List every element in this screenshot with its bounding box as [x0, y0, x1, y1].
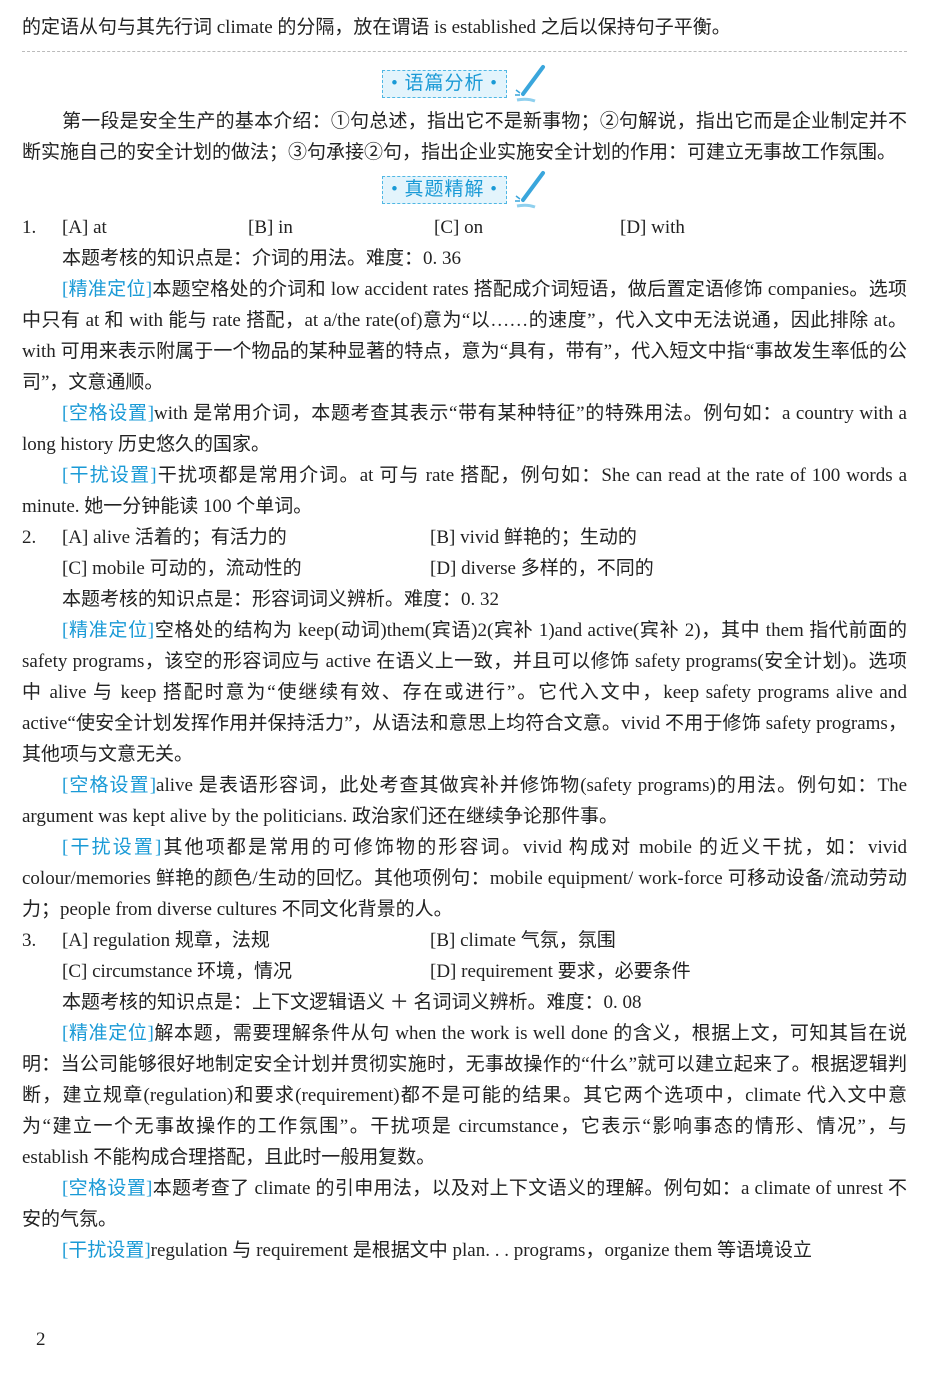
difficulty: 本题考核的知识点是：形容词词义辨析。难度：0. 32: [62, 589, 500, 610]
note: [精准定位]解本题，需要理解条件从句 when the work is well…: [22, 1018, 907, 1173]
note-text: regulation 与 requirement 是根据文中 plan. . .…: [150, 1240, 813, 1261]
options: [C] circumstance 环境，情况 [D] requirement 要…: [22, 956, 907, 987]
page-number: 2: [36, 1329, 46, 1350]
options: 1. [A] at [B] in [C] on [D] with: [22, 212, 907, 243]
note-tag: [干扰设置]: [62, 465, 157, 486]
option-d: [D] requirement 要求，必要条件: [430, 961, 691, 982]
options: 2. [A] alive 活着的；有活力的 [B] vivid 鲜艳的；生动的: [22, 522, 907, 553]
note-text: 其他项都是常用的可修饰物的形容词。vivid 构成对 mobile 的近义干扰，…: [22, 837, 907, 920]
question-1: 1. [A] at [B] in [C] on [D] with 本题考核的知识…: [22, 212, 907, 522]
question-number: 3.: [22, 930, 37, 951]
option-b: [B] climate 气氛，氛围: [430, 930, 616, 951]
note-tag: [精准定位]: [62, 1023, 154, 1044]
analysis-paragraph: 第一段是安全生产的基本介绍：①句总述，指出它不是新事物；②句解说，指出它而是企业…: [22, 111, 907, 163]
option-c: [C] mobile 可动的，流动性的: [62, 558, 302, 579]
section-title: 真题精解: [404, 179, 485, 200]
note-tag: [精准定位]: [62, 279, 153, 300]
note-text: 干扰项都是常用介词。at 可与 rate 搭配，例句如：She can read…: [22, 465, 908, 517]
document-page: 的定语从句与其先行词 climate 的分隔，放在谓语 is establish…: [22, 12, 907, 1266]
note-tag: [精准定位]: [62, 620, 155, 641]
note: [干扰设置]干扰项都是常用介词。at 可与 rate 搭配，例句如：She ca…: [22, 460, 907, 522]
option-a: [A] at: [62, 217, 107, 238]
question-2: 2. [A] alive 活着的；有活力的 [B] vivid 鲜艳的；生动的 …: [22, 522, 907, 925]
note: [精准定位]空格处的结构为 keep(动词)them(宾语)2(宾补 1)and…: [22, 615, 907, 770]
question-3: 3. [A] regulation 规章，法规 [B] climate 气氛，氛…: [22, 925, 907, 1266]
note: [干扰设置]其他项都是常用的可修饰物的形容词。vivid 构成对 mobile …: [22, 832, 907, 925]
option-a: [A] alive 活着的；有活力的: [62, 527, 287, 548]
options: 3. [A] regulation 规章，法规 [B] climate 气氛，氛…: [22, 925, 907, 956]
option-a: [A] regulation 规章，法规: [62, 930, 270, 951]
note-text: 本题空格处的介词和 low accident rates 搭配成介词短语，做后置…: [22, 279, 907, 393]
pen-icon: [514, 171, 545, 209]
option-d: [D] diverse 多样的，不同的: [430, 558, 654, 579]
note: [干扰设置]regulation 与 requirement 是根据文中 pla…: [22, 1235, 907, 1266]
option-d: [D] with: [620, 217, 685, 238]
note: [空格设置]alive 是表语形容词，此处考查其做宾补并修饰物(safety p…: [22, 770, 907, 832]
question-number: 2.: [22, 527, 37, 548]
note-text: 解本题，需要理解条件从句 when the work is well done …: [22, 1023, 908, 1168]
divider: [22, 51, 907, 52]
note-tag: [干扰设置]: [62, 1240, 151, 1261]
note-tag: [空格设置]: [62, 403, 155, 424]
section-title: 语篇分析: [404, 73, 485, 94]
section-header-analysis: • 语篇分析 •: [22, 62, 907, 106]
question-number: 1.: [22, 217, 37, 238]
note-tag: [干扰设置]: [62, 837, 162, 858]
note-text: with 是常用介词，本题考查其表示“带有某种特征”的特殊用法。例句如：a co…: [22, 403, 907, 455]
pen-icon: [514, 65, 545, 103]
note: [空格设置]本题考查了 climate 的引申用法，以及对上下文语义的理解。例句…: [22, 1173, 907, 1235]
note-tag: [空格设置]: [62, 775, 157, 796]
section-header-solutions: • 真题精解 •: [22, 168, 907, 212]
note: [空格设置]with 是常用介词，本题考查其表示“带有某种特征”的特殊用法。例句…: [22, 398, 907, 460]
note-text: 本题考查了 climate 的引申用法，以及对上下文语义的理解。例句如：a cl…: [22, 1178, 908, 1230]
note-tag: [空格设置]: [62, 1178, 153, 1199]
option-b: [B] in: [248, 217, 293, 238]
note-text: 空格处的结构为 keep(动词)them(宾语)2(宾补 1)and activ…: [22, 620, 908, 765]
difficulty: 本题考核的知识点是：上下文逻辑语义 ＋ 名词词义辨析。难度：0. 08: [62, 992, 642, 1013]
options: [C] mobile 可动的，流动性的 [D] diverse 多样的，不同的: [22, 553, 907, 584]
difficulty: 本题考核的知识点是：介词的用法。难度：0. 36: [62, 248, 462, 269]
note-text: alive 是表语形容词，此处考查其做宾补并修饰物(safety program…: [22, 775, 907, 827]
top-line: 的定语从句与其先行词 climate 的分隔，放在谓语 is establish…: [22, 17, 731, 38]
option-c: [C] circumstance 环境，情况: [62, 961, 293, 982]
note: [精准定位]本题空格处的介词和 low accident rates 搭配成介词…: [22, 274, 907, 398]
option-c: [C] on: [434, 217, 484, 238]
option-b: [B] vivid 鲜艳的；生动的: [430, 527, 637, 548]
